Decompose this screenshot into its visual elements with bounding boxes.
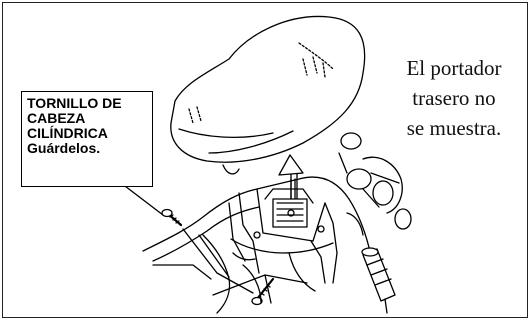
rear-carrier-note: El portador trasero no se muestra. bbox=[379, 53, 527, 143]
cap-screw-callout-box: TORNILLO DE CABEZA CILÍNDRICA Guárdelos. bbox=[21, 91, 153, 187]
rear-lights bbox=[339, 133, 411, 229]
note-line-2: trasero no bbox=[412, 86, 496, 110]
seat-drawing bbox=[171, 16, 365, 173]
note-line-3: se muestra. bbox=[406, 116, 502, 140]
cap-bolt-right bbox=[252, 279, 273, 305]
motorcycle-seat-removal-illustration bbox=[3, 3, 528, 318]
callout-line-2: CABEZA bbox=[27, 110, 86, 126]
figure-frame: TORNILLO DE CABEZA CILÍNDRICA Guárdelos.… bbox=[2, 2, 528, 318]
callout-line-4: Guárdelos. bbox=[27, 140, 101, 156]
callout-line-3: CILÍNDRICA bbox=[27, 125, 108, 141]
cap-bolt-left bbox=[162, 210, 181, 226]
callout-leader-line bbox=[121, 183, 163, 215]
callout-line-1: TORNILLO DE bbox=[27, 95, 122, 111]
motorcycle-rear-frame bbox=[143, 177, 375, 303]
note-line-1: El portador bbox=[406, 56, 502, 80]
rear-shock-absorber bbox=[362, 248, 395, 313]
